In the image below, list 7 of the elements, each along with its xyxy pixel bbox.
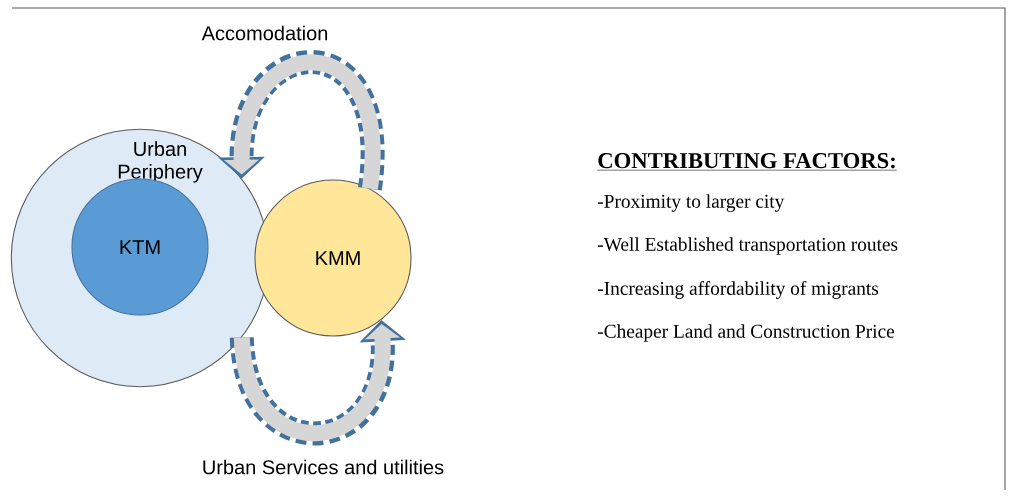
- factor-item: -Proximity to larger city: [598, 194, 785, 212]
- factor-item: -Cheaper Land and Construction Price: [598, 324, 895, 342]
- factor-item: -Well Established transportation routes: [598, 237, 898, 255]
- heading: CONTRIBUTING FACTORS:: [597, 153, 898, 171]
- factor-item: -Increasing affordability of migrants: [598, 281, 879, 299]
- edge-label: Urban Services and utilities: [203, 459, 444, 475]
- edge-label: Accomodation: [201, 25, 328, 41]
